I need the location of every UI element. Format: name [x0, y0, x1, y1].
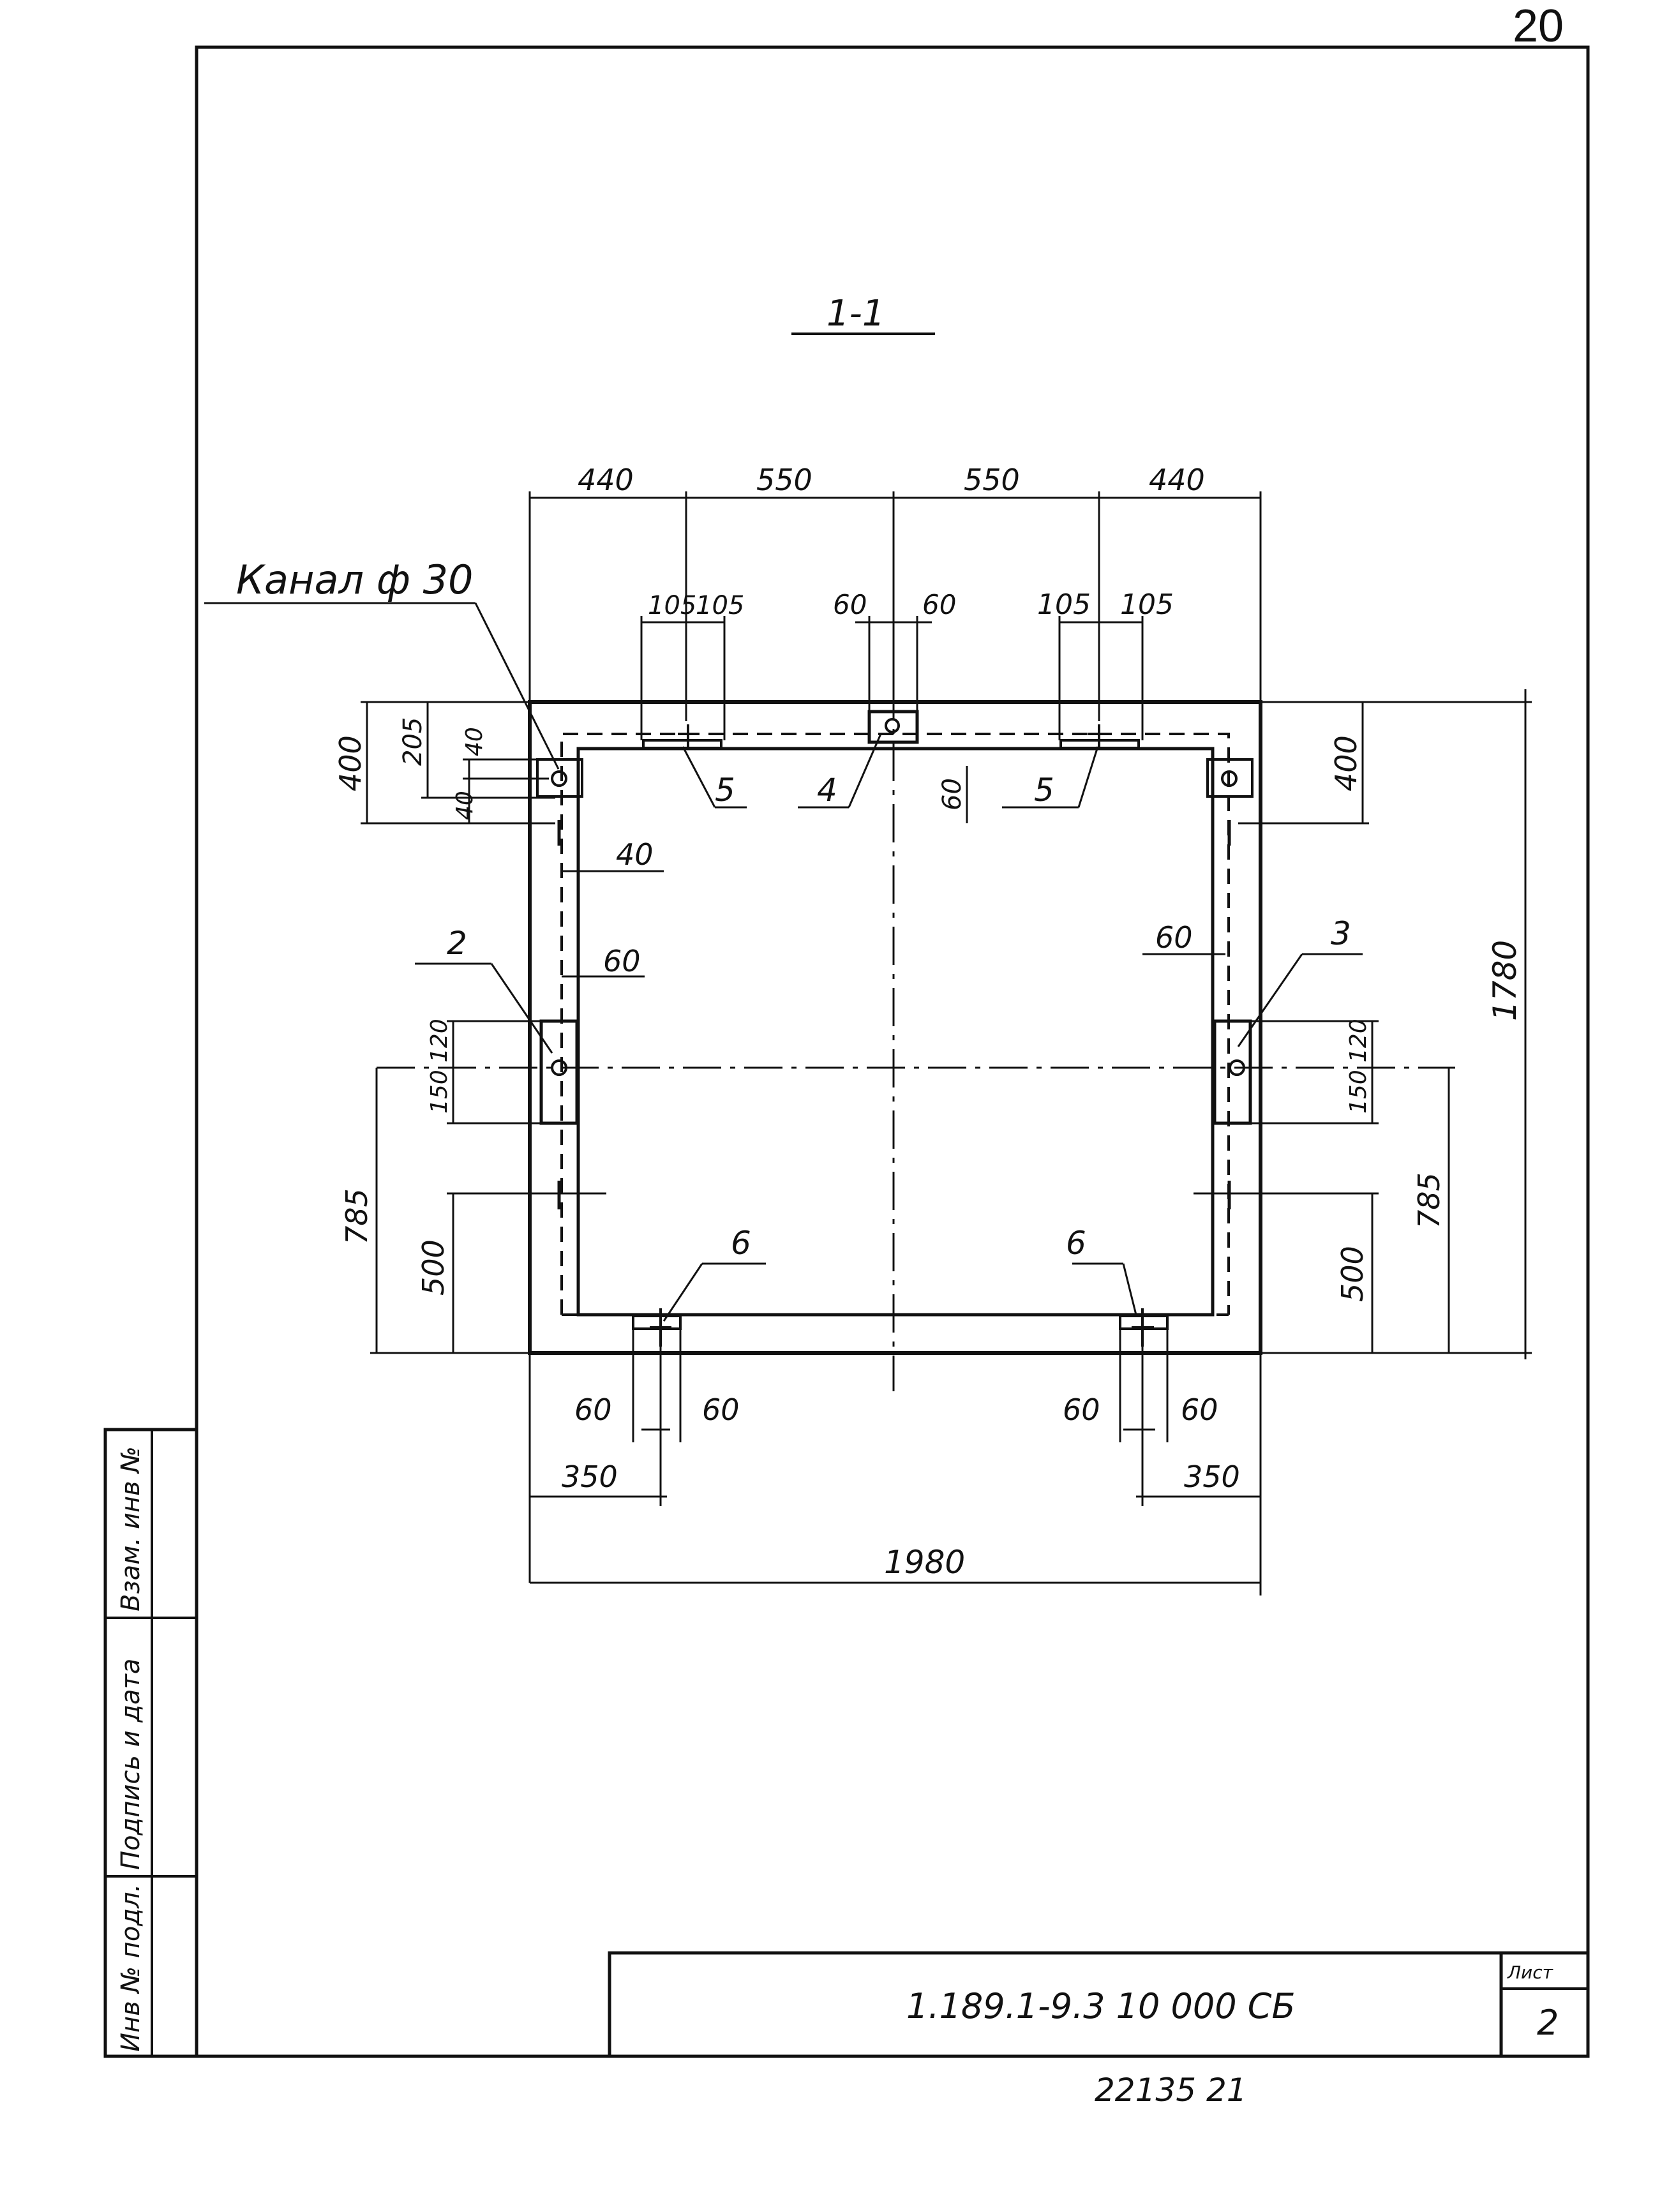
embedded-part-3 — [1213, 1019, 1252, 1125]
callout-5-left: 5 — [715, 772, 735, 809]
dim-bottom-350-right: 350 — [1184, 1460, 1240, 1494]
dim-bottom-60-c: 60 — [1063, 1393, 1100, 1427]
list-label: Лист — [1507, 1962, 1553, 1983]
callout-6-right: 6 — [1066, 1225, 1086, 1262]
side-stamp-replace: Взам. инв № — [116, 1446, 146, 1611]
dim-right-60: 60 — [1155, 920, 1193, 955]
dim-top-550-right: 550 — [964, 463, 1020, 497]
dim-right-1780: 1780 — [1486, 940, 1523, 1021]
dim-center-60: 60 — [938, 778, 967, 811]
dim-bottom-1980: 1980 — [884, 1544, 965, 1581]
channel-right — [1206, 758, 1254, 798]
dim-top-550-left: 550 — [756, 463, 812, 497]
bottom-stamp: 22135 21 — [1095, 2072, 1247, 2109]
side-ticks — [557, 820, 1231, 1209]
main-outline — [528, 700, 1262, 1355]
dim-right-150: 150 — [1345, 1070, 1372, 1114]
embedded-part-5b — [1059, 724, 1140, 749]
dim-bottom-60-a: 60 — [574, 1393, 612, 1427]
dim-right-785: 785 — [1412, 1172, 1446, 1229]
embedded-part-2 — [539, 1019, 579, 1125]
dim-right-500: 500 — [1335, 1246, 1370, 1302]
dim-top-440-right: 440 — [1149, 463, 1205, 497]
dim-105-c: 105 — [1037, 588, 1091, 621]
embedded-part-4 — [867, 710, 919, 744]
dim-left-60: 60 — [603, 944, 641, 978]
callout-channel: Канал ф 30 — [236, 557, 474, 603]
callout-3: 3 — [1331, 915, 1351, 952]
callout-5-right: 5 — [1034, 772, 1054, 809]
dim-left-40-b: 40 — [452, 791, 478, 820]
list-value: 2 — [1537, 2003, 1559, 2043]
callout-2: 2 — [447, 925, 467, 962]
dim-right-120: 120 — [1345, 1019, 1372, 1063]
dim-left-150: 150 — [426, 1070, 453, 1114]
side-stamp-sign: Подпись и дата — [116, 1659, 146, 1870]
title-code: 1.189.1-9.3 10 000 СБ — [906, 1986, 1296, 2026]
dim-105-a: 105 — [648, 591, 696, 620]
dim-60-b: 60 — [922, 589, 956, 620]
dim-right-400: 400 — [1329, 735, 1363, 791]
dim-105-b: 105 — [696, 591, 744, 620]
dim-left-500: 500 — [416, 1239, 451, 1296]
page-number: 20 — [1513, 1, 1564, 52]
callout-6-left: 6 — [731, 1225, 751, 1262]
sheet-frame — [195, 45, 1590, 2058]
dim-60-a: 60 — [833, 589, 867, 620]
callout-4: 4 — [817, 772, 837, 809]
dim-bottom-350-left: 350 — [562, 1460, 618, 1494]
title-block: 1.189.1-9.3 10 000 СБ Лист 2 — [608, 1951, 1590, 2058]
dim-bottom-60-b: 60 — [702, 1393, 740, 1427]
dim-left-785: 785 — [340, 1188, 374, 1244]
dim-bottom-60-d: 60 — [1181, 1393, 1218, 1427]
side-stamp-inv: Инв № подл. — [116, 1884, 146, 2052]
dim-left-205: 205 — [398, 717, 428, 766]
dim-105-d: 105 — [1120, 588, 1174, 621]
section-label: 1-1 — [827, 293, 885, 334]
dim-left-400: 400 — [333, 735, 368, 791]
dimension-lines — [204, 491, 1532, 1595]
side-stamp: Инв № подл. Подпись и дата Взам. инв № — [103, 1428, 198, 2058]
dim-left-120: 120 — [426, 1019, 453, 1063]
dim-top-440-left: 440 — [578, 463, 634, 497]
dim-left-40-a: 40 — [461, 727, 488, 756]
dim-left-40-c: 40 — [616, 837, 654, 872]
embedded-part-5a — [642, 724, 722, 749]
